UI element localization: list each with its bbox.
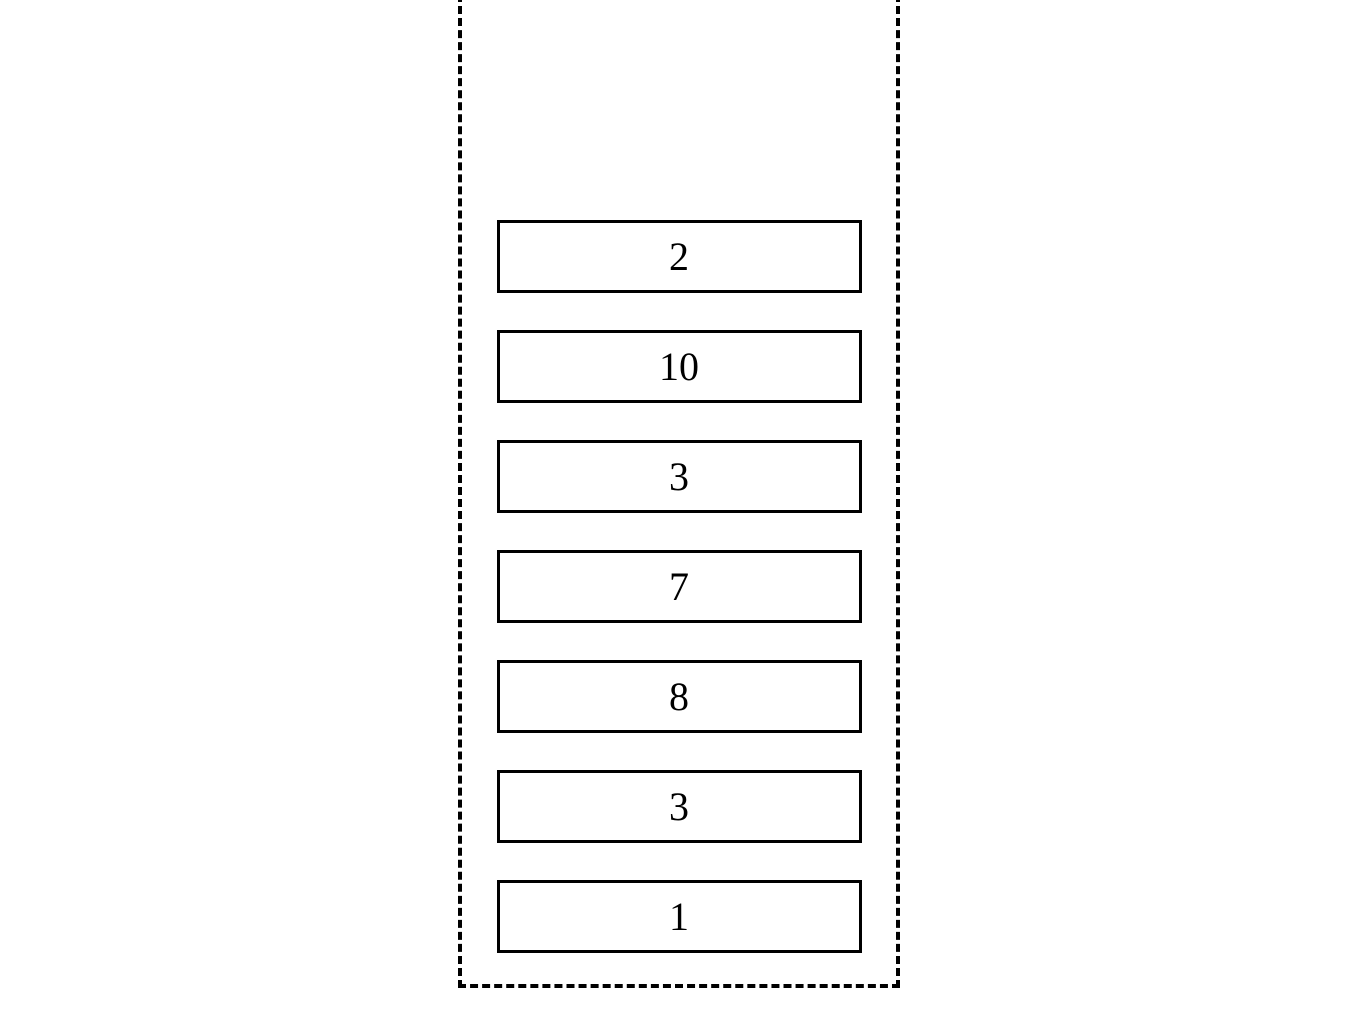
stack-item: 2: [496, 220, 862, 293]
stack-container: 2 10 3 7 8 3 1: [458, 0, 900, 988]
stack-item: 1: [496, 880, 862, 953]
stack-item: 7: [496, 550, 862, 623]
stack-item: 8: [496, 660, 862, 733]
stack-items: 2 10 3 7 8 3 1: [496, 220, 862, 953]
stack-item: 3: [496, 440, 862, 513]
stack-item: 3: [496, 770, 862, 843]
stack-item: 10: [496, 330, 862, 403]
